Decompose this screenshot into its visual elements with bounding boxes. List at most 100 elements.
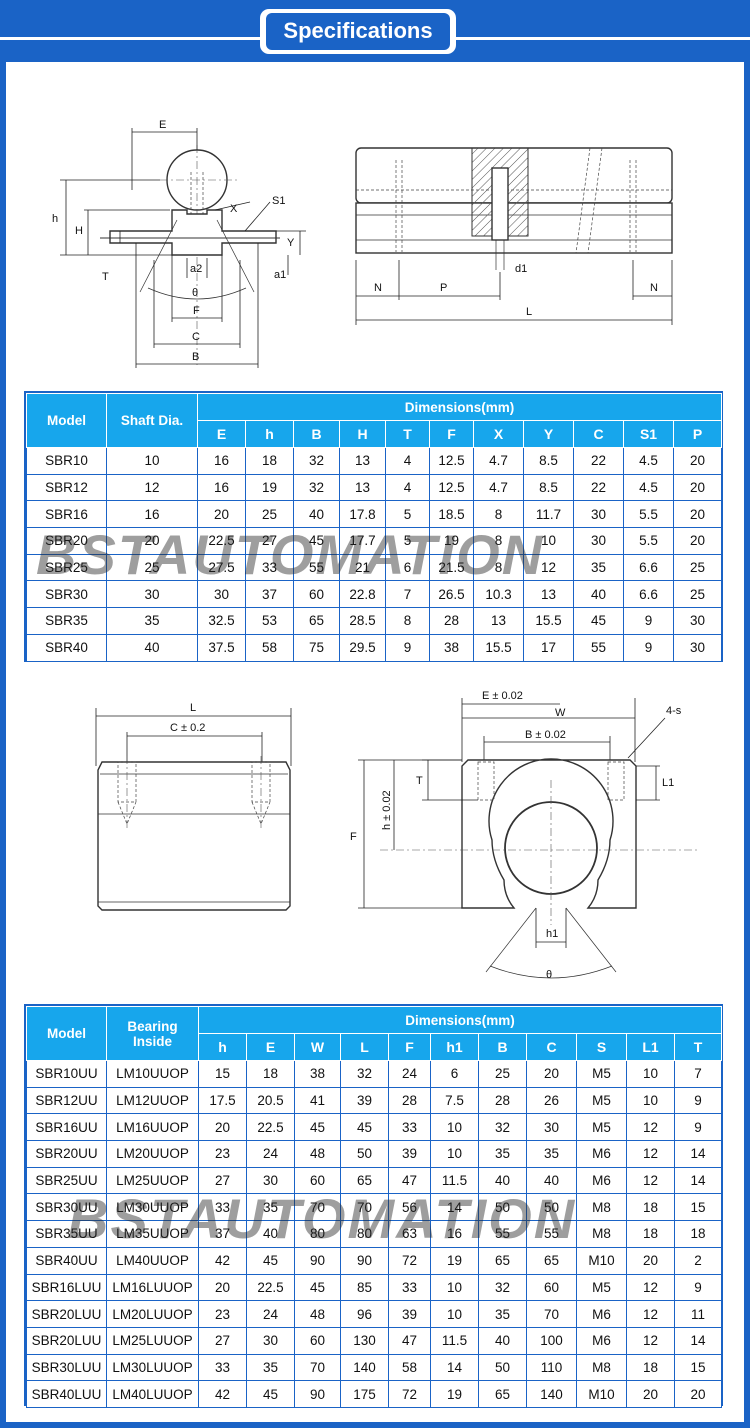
dimension-cell: 55 (478, 1220, 527, 1248)
bearing-cell: LM25LUUOP (106, 1326, 199, 1355)
dimension-cell: 10 (626, 1086, 675, 1115)
dimension-cell: 21 (339, 553, 386, 582)
dimension-cell: 16 (197, 473, 246, 502)
dimension-cell: 12 (626, 1113, 675, 1142)
dimension-cell: 11.5 (430, 1326, 479, 1355)
model-cell: SBR20 (26, 527, 107, 555)
dimension-cell: 24 (246, 1140, 295, 1168)
dimension-cell: 110 (526, 1353, 577, 1382)
dim-label-d1: d1 (515, 263, 527, 275)
bearing-cell: LM16UUOP (106, 1113, 199, 1142)
dim-label-L: L (526, 306, 532, 318)
dimension-cell: 90 (294, 1246, 341, 1275)
table2-col-header: L (340, 1033, 389, 1061)
dimension-cell: 39 (388, 1140, 431, 1168)
dim-label-W: W (555, 707, 566, 719)
dimension-cell: 18 (626, 1353, 675, 1382)
model-cell: SBR25 (26, 553, 107, 582)
dimension-cell: 5 (385, 527, 430, 555)
dimension-cell: 25 (478, 1060, 527, 1088)
dimension-cell: M8 (576, 1220, 627, 1248)
dimension-cell: 33 (198, 1193, 247, 1222)
dimension-cell: 55 (573, 633, 624, 662)
block-side-view-drawing: L C ± 0.2 (95, 702, 292, 911)
dimension-cell: M5 (576, 1273, 627, 1302)
dim-label-B: B ± 0.02 (525, 729, 566, 741)
dimension-cell: 17.7 (339, 527, 386, 555)
dimension-cell: 7.5 (430, 1086, 479, 1115)
dimension-cell: 24 (388, 1060, 431, 1088)
dimension-cell: 32 (293, 447, 340, 475)
dim-label-Y: Y (287, 237, 295, 249)
model-cell: SBR16UU (26, 1113, 107, 1142)
dimension-cell: 35 (573, 553, 624, 582)
dim-label-h: h ± 0.02 (381, 790, 393, 830)
table1-col-header: C (573, 420, 624, 448)
dimension-cell: 55 (526, 1220, 577, 1248)
model-cell: SBR25UU (26, 1166, 107, 1195)
dimension-cell: 17 (523, 633, 574, 662)
dimension-cell: 8 (385, 607, 430, 635)
block-front-view-drawing: E ± 0.02 W 4-s B ± 0.02 L1 T F h ± 0.02 … (350, 690, 700, 981)
dim-label-h1: h1 (546, 928, 558, 940)
table2-col-header: h (198, 1033, 247, 1061)
table2-col-header: W (294, 1033, 341, 1061)
dimension-cell: 56 (388, 1193, 431, 1222)
table1-col-header: Y (523, 420, 574, 448)
dimension-cell: 22.5 (246, 1113, 295, 1142)
dimension-cell: 20 (672, 527, 723, 555)
dimension-cell: 18 (673, 1220, 723, 1248)
page-title: Specifications (266, 13, 450, 50)
dimension-cell: M6 (576, 1326, 627, 1355)
dimension-cell: M8 (576, 1353, 627, 1382)
table1-col-header: X (473, 420, 524, 448)
dimension-cell: 15 (673, 1353, 723, 1382)
bearing-cell: LM20UUOP (106, 1140, 199, 1168)
dimension-cell: 4.5 (623, 473, 674, 502)
dimension-cell: 23 (198, 1140, 247, 1168)
dimension-cell: 33 (388, 1113, 431, 1142)
table2-bearing-header: Bearing Inside (106, 1006, 199, 1061)
dimension-cell: 45 (573, 607, 624, 635)
dimension-cell: 70 (294, 1353, 341, 1382)
dimension-cell: 60 (293, 580, 340, 609)
dimension-cell: 2 (673, 1246, 723, 1275)
shaft-cell: 35 (106, 607, 198, 635)
dimension-cell: 15 (673, 1193, 723, 1222)
dimension-cell: 20 (197, 500, 246, 529)
dimension-cell: 70 (526, 1300, 577, 1328)
dimension-cell: 60 (294, 1326, 341, 1355)
dimension-cell: 13 (339, 473, 386, 502)
dim-label-P: P (440, 282, 447, 294)
model-cell: SBR12UU (26, 1086, 107, 1115)
dim-label-L1: L1 (662, 777, 674, 789)
model-cell: SBR20LUU (26, 1300, 107, 1328)
dimension-cell: 8.5 (523, 447, 574, 475)
dimension-cell: 9 (673, 1273, 723, 1302)
dimension-cell: 18 (626, 1220, 675, 1248)
dimension-cell: 9 (623, 607, 674, 635)
table1-col-header: h (245, 420, 294, 448)
dimension-cell: 37 (245, 580, 294, 609)
dimension-cell: 10.3 (473, 580, 524, 609)
dimension-cell: 65 (340, 1166, 389, 1195)
dimension-cell: 6.6 (623, 580, 674, 609)
dimension-cell: M6 (576, 1140, 627, 1168)
dimension-cell: 30 (246, 1326, 295, 1355)
dimension-cell: 96 (340, 1300, 389, 1328)
dimension-cell: 9 (673, 1086, 723, 1115)
dimension-cell: 39 (340, 1086, 389, 1115)
dimension-cell: 12 (626, 1300, 675, 1328)
dimension-cell: 26 (526, 1086, 577, 1115)
dimension-cell: 65 (293, 607, 340, 635)
dimension-cell: M5 (576, 1086, 627, 1115)
dimension-cell: 65 (478, 1380, 527, 1408)
model-cell: SBR35 (26, 607, 107, 635)
dimension-cell: 6.6 (623, 553, 674, 582)
table1-dimensions-header: Dimensions(mm) (196, 393, 723, 421)
dimension-cell: 30 (573, 500, 624, 529)
